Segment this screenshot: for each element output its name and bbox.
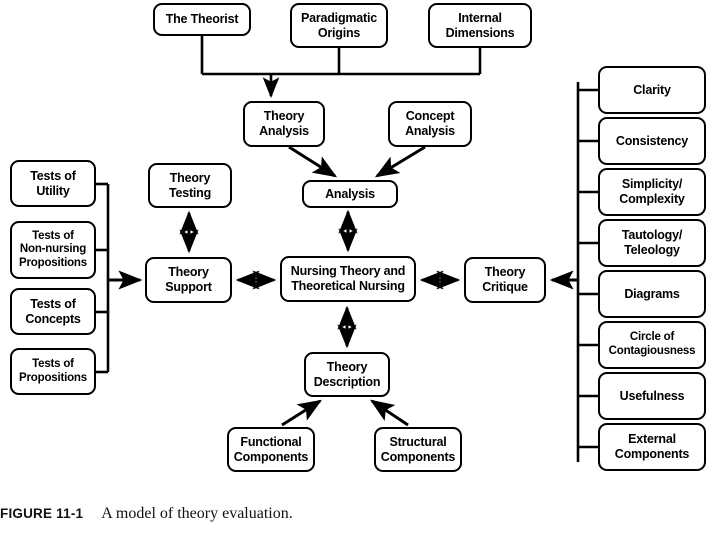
node-analysis[interactable]: Analysis — [302, 180, 398, 208]
figure-caption-text: A model of theory evaluation. — [101, 505, 293, 522]
node-diagrams[interactable]: Diagrams — [598, 270, 706, 318]
node-theory-testing[interactable]: Theory Testing — [148, 163, 232, 208]
figure-caption: FIGURE 11-1 A model of theory evaluation. — [0, 505, 520, 523]
node-nursing-theory-and-theoretical-nursing[interactable]: Nursing Theory and Theoretical Nursing — [280, 256, 416, 302]
connector-functional-to-theory-description — [281, 399, 323, 427]
connector-structural-to-theory-description — [370, 399, 409, 427]
node-paradigmatic-origins[interactable]: Paradigmatic Origins — [290, 3, 388, 48]
node-theory-analysis[interactable]: Theory Analysis — [243, 101, 325, 147]
node-simplicity-complexity[interactable]: Simplicity/ Complexity — [598, 168, 706, 216]
node-external-components[interactable]: External Components — [598, 423, 706, 471]
connector-right-bus — [549, 82, 598, 462]
node-circle-of-contagiousness[interactable]: Circle of Contagiousness — [598, 321, 706, 369]
node-tautology-teleology[interactable]: Tautology/ Teleology — [598, 219, 706, 267]
node-consistency[interactable]: Consistency — [598, 117, 706, 165]
node-structural-components[interactable]: Structural Components — [374, 427, 462, 472]
connector-concept-analysis-to-analysis — [374, 145, 426, 178]
node-tests-of-propositions[interactable]: Tests of Propositions — [10, 348, 96, 395]
connector-left-bus — [96, 182, 143, 374]
node-clarity[interactable]: Clarity — [598, 66, 706, 114]
node-concept-analysis[interactable]: Concept Analysis — [388, 101, 472, 147]
node-theory-support[interactable]: Theory Support — [145, 257, 232, 303]
node-functional-components[interactable]: Functional Components — [227, 427, 315, 472]
connector-theory-analysis-to-analysis — [288, 145, 338, 178]
node-internal-dimensions[interactable]: Internal Dimensions — [428, 3, 532, 48]
node-theory-critique[interactable]: Theory Critique — [464, 257, 546, 303]
node-usefulness[interactable]: Usefulness — [598, 372, 706, 420]
connector-top-bus — [200, 36, 482, 99]
node-tests-of-utility[interactable]: Tests of Utility — [10, 160, 96, 207]
node-theory-description[interactable]: Theory Description — [304, 352, 390, 397]
node-the-theorist[interactable]: The Theorist — [153, 3, 251, 36]
figure-label: FIGURE 11-1 — [0, 506, 84, 521]
node-tests-of-non-nursing-propositions[interactable]: Tests of Non-nursing Propositions — [10, 221, 96, 279]
node-tests-of-concepts[interactable]: Tests of Concepts — [10, 288, 96, 335]
